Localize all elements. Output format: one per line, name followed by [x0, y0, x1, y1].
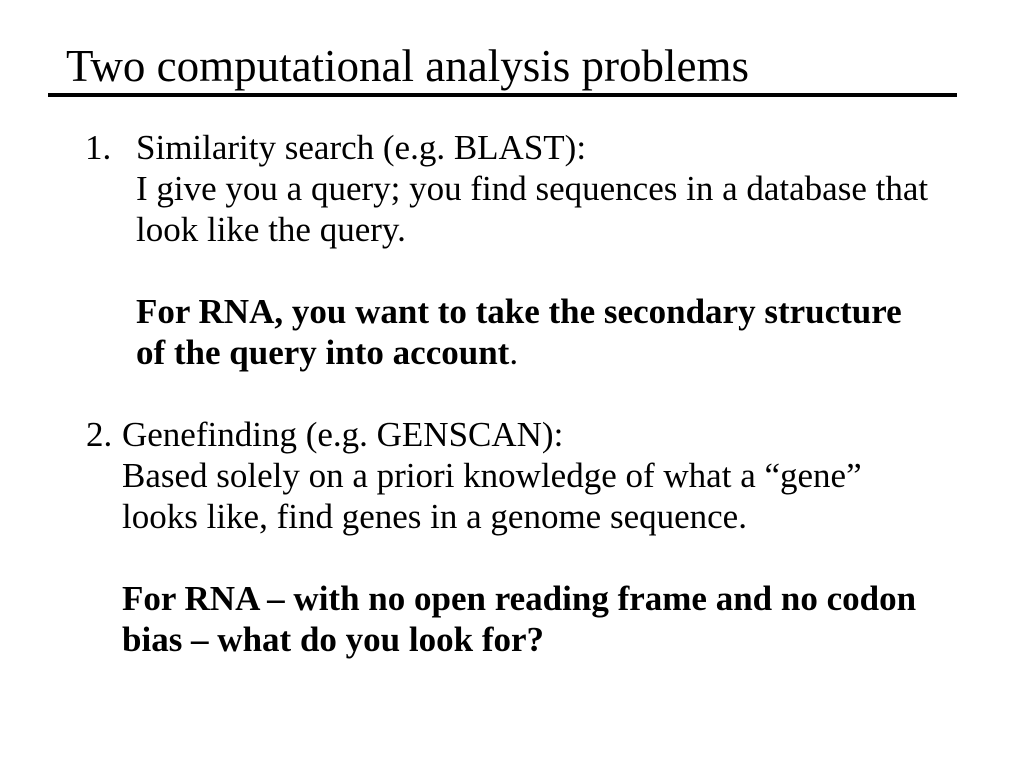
item2-body-line2: looks like, find genes in a genome seque… [122, 497, 747, 536]
slide-title: Two computational analysis problems [66, 41, 749, 91]
blank-line [0, 373, 1024, 414]
blank-line [0, 537, 1024, 578]
item1-heading: Similarity search (e.g. BLAST): [136, 128, 587, 167]
item2-emphasis-line1: For RNA – with no open reading frame and… [122, 579, 917, 618]
item2-body-line1: Based solely on a priori knowledge of wh… [122, 456, 862, 495]
slide-body: 1. Similarity search (e.g. BLAST): I giv… [0, 127, 1024, 660]
item1-heading-line: 1. Similarity search (e.g. BLAST): [0, 127, 1024, 168]
item1-emphasis-line1: For RNA, you want to take the secondary … [136, 292, 902, 331]
item2-emphasis-line2: bias – what do you look for? [122, 620, 545, 659]
item2-heading-line: 2. Genefinding (e.g. GENSCAN): [0, 414, 1024, 455]
item1-body-line2: look like the query. [136, 210, 406, 249]
item2-heading: Genefinding (e.g. GENSCAN): [122, 415, 564, 454]
title-underline-rule [48, 93, 957, 97]
item1-number: 1. [85, 128, 112, 167]
item1-emphasis-line2: of the query into account. [0, 332, 1024, 373]
item2-number: 2. [86, 415, 113, 454]
blank-line [0, 250, 1024, 291]
item1-body-line1: I give you a query; you find sequences i… [136, 169, 929, 208]
item1-emphasis-period: . [509, 333, 519, 372]
item1-emphasis-line2-bold: of the query into account [136, 333, 510, 372]
